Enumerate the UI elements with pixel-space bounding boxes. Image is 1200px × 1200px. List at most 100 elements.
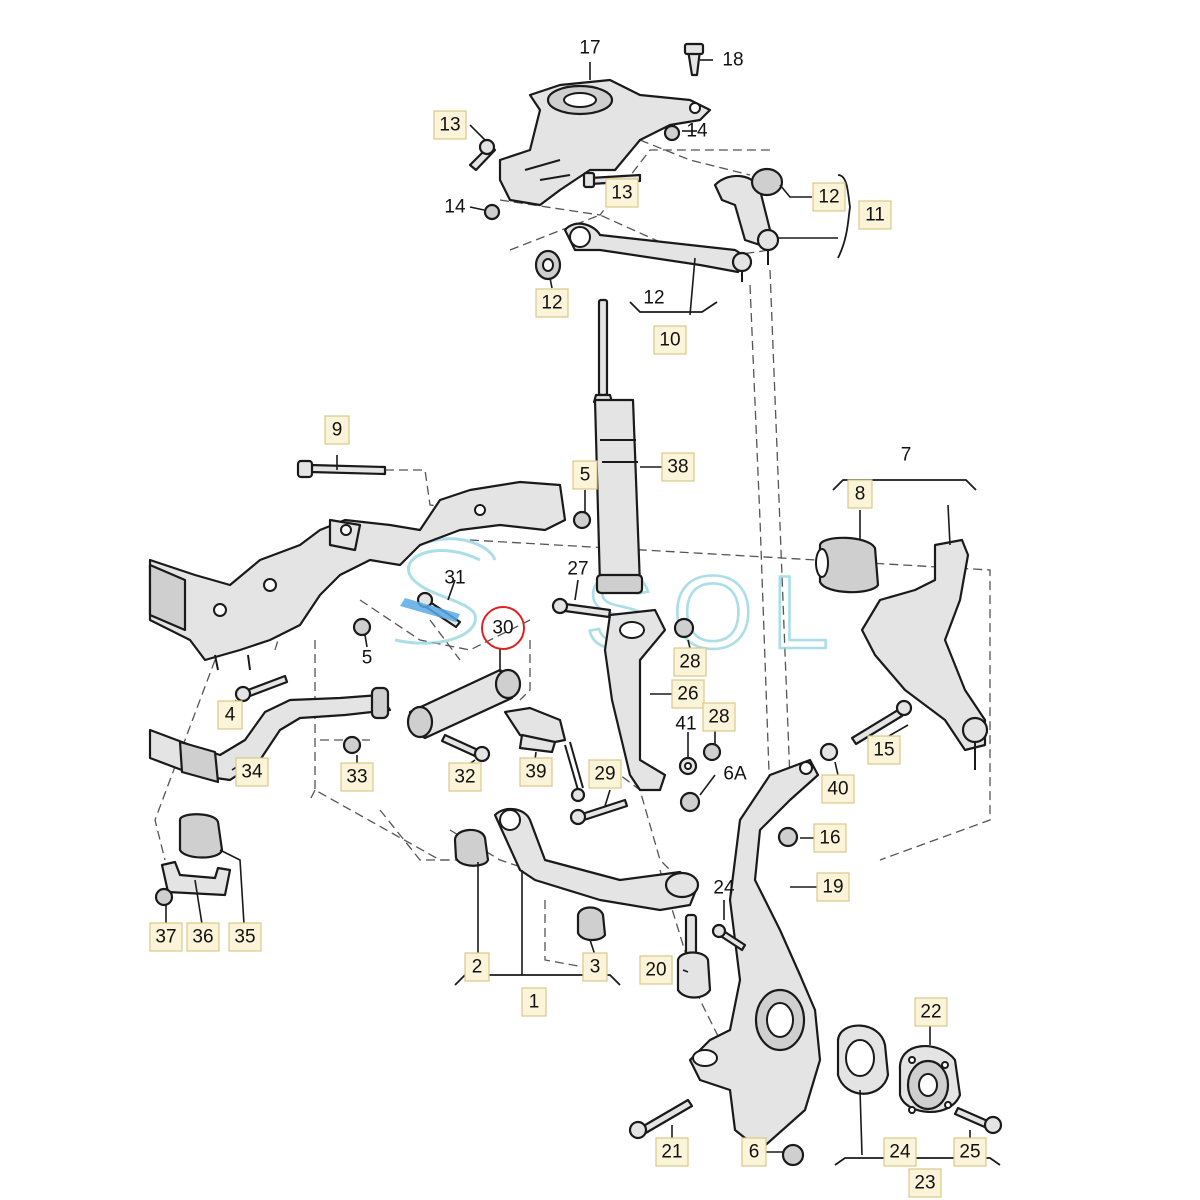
callout-c25: 25	[953, 1137, 987, 1167]
callout-number: 23	[914, 1173, 935, 1194]
callout-box	[867, 735, 901, 765]
callout-number: 39	[525, 762, 546, 783]
callout-number: 35	[234, 927, 255, 948]
leader-lines	[165, 59, 971, 1156]
upper-arm-10	[563, 222, 753, 282]
callout-c23: 23	[908, 1168, 942, 1198]
nut-28-lower	[702, 742, 722, 762]
nut-28-upper	[673, 617, 695, 639]
callout-c7: 7	[901, 445, 912, 466]
callout-box	[521, 987, 547, 1017]
bolt-24-upper	[711, 923, 747, 952]
callout-number: 11	[865, 205, 885, 226]
callout-box	[228, 922, 262, 952]
callout-number: 27	[567, 559, 588, 580]
callout-number: 10	[659, 330, 680, 351]
callout-box	[883, 1137, 917, 1167]
bolt-25	[953, 1106, 1003, 1135]
callout-box	[217, 700, 243, 730]
callout-number: 12	[643, 288, 664, 309]
callout-number: 29	[594, 764, 615, 785]
callout-c28a: 28	[673, 647, 707, 677]
callout-number: 28	[679, 652, 700, 673]
callout-number: 20	[645, 960, 666, 981]
callout-30-highlight-ring	[481, 606, 525, 650]
callout-c29: 29	[588, 759, 622, 789]
callout-number: 6	[749, 1142, 760, 1163]
nut-14-left	[483, 203, 501, 221]
callout-c24a: 24	[713, 878, 735, 899]
callout-box	[582, 952, 608, 982]
callout-box	[535, 288, 569, 318]
callout-box	[186, 922, 220, 952]
callout-c22: 22	[914, 997, 948, 1027]
callout-c40: 40	[821, 774, 855, 804]
callout-number: 18	[722, 50, 743, 71]
callout-c2: 2	[464, 952, 490, 982]
callout-c13a: 13	[433, 110, 467, 140]
callout-number: 24	[713, 878, 735, 899]
bolt-18	[683, 42, 705, 77]
strut-fork	[603, 608, 667, 792]
lower-control-arm	[493, 807, 700, 912]
nut-16	[777, 826, 799, 848]
bushing-3	[576, 906, 607, 942]
callout-box	[821, 774, 855, 804]
callout-number: 30	[492, 618, 513, 639]
callout-box	[671, 679, 705, 709]
callout-box	[702, 702, 736, 732]
callout-c33: 33	[340, 762, 374, 792]
nut-5-lower	[352, 617, 372, 637]
callout-c1: 1	[521, 987, 547, 1017]
callout-c4: 4	[217, 700, 243, 730]
callout-c24b: 24	[883, 1137, 917, 1167]
callout-box	[149, 922, 183, 952]
callout-number: 37	[155, 927, 176, 948]
callout-c11: 11	[858, 200, 892, 230]
callout-box	[605, 178, 639, 208]
bushing-8	[815, 536, 880, 594]
callout-number: 2	[472, 957, 483, 978]
callout-c12a: 12	[812, 182, 846, 212]
washer-41	[678, 756, 698, 776]
wheel-bearing-24	[836, 1024, 890, 1095]
callout-c30: 30	[492, 618, 513, 639]
callout-number: 41	[675, 714, 696, 735]
bolt-32	[440, 733, 491, 763]
callout-c6A: 6A	[723, 764, 747, 785]
callout-box	[914, 997, 948, 1027]
nut-5-upper	[572, 510, 592, 530]
callout-box	[858, 200, 892, 230]
callout-number: 24	[889, 1142, 911, 1163]
callout-c5b: 5	[362, 648, 373, 669]
callout-box	[588, 759, 622, 789]
callout-box	[813, 823, 847, 853]
callout-number: 9	[332, 420, 343, 441]
callout-c13b: 13	[605, 178, 639, 208]
callout-number: 22	[920, 1002, 941, 1023]
callout-number: 13	[611, 183, 632, 204]
callout-c19: 19	[816, 872, 850, 902]
bolt-27	[551, 597, 612, 619]
nut-33	[342, 735, 362, 755]
bolt-15	[850, 699, 913, 746]
callout-box	[464, 952, 490, 982]
nut-6	[781, 1143, 805, 1167]
callout-number: 12	[541, 293, 562, 314]
washer-40	[819, 742, 839, 762]
callout-number: 4	[225, 705, 236, 726]
callout-c27: 27	[567, 559, 588, 580]
callout-box	[655, 1137, 689, 1167]
callout-c35: 35	[228, 922, 262, 952]
callout-number: 3	[590, 957, 601, 978]
callout-number: 14	[444, 197, 466, 218]
callout-number: 34	[241, 762, 263, 783]
callout-number: 14	[686, 121, 708, 142]
callout-number: 33	[346, 767, 367, 788]
callout-number: 13	[439, 115, 460, 136]
bushing-12-left	[534, 249, 562, 281]
callout-box	[816, 872, 850, 902]
callout-c5a: 5	[572, 460, 598, 490]
ball-joint-20	[676, 913, 712, 999]
